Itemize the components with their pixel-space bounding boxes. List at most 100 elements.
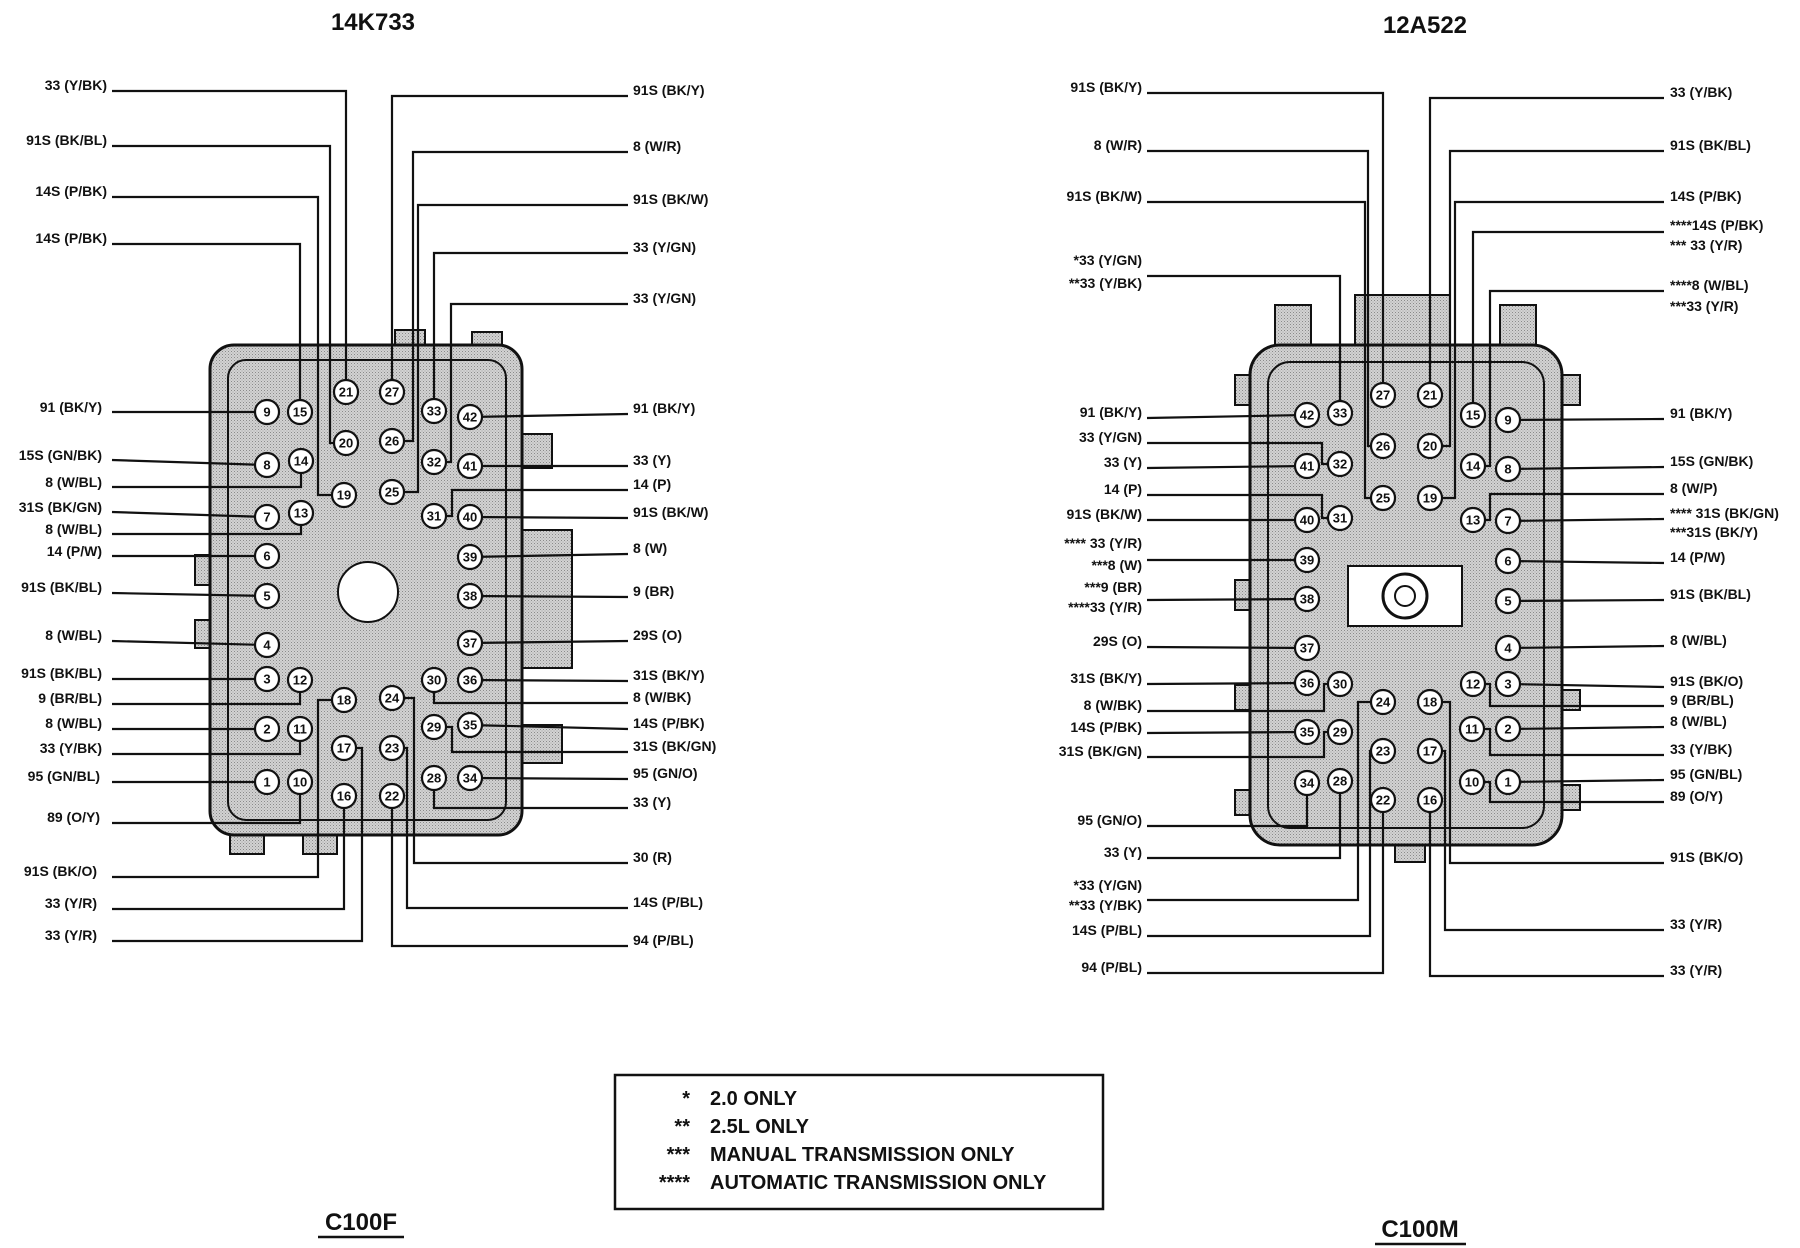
right-connector-left-wire-label-4: *33 (Y/GN)	[1074, 252, 1142, 268]
left-pin-20: 20	[332, 429, 360, 457]
right-right-side-wire-9	[1507, 465, 1665, 471]
left-pin-label: 6	[263, 549, 270, 564]
right-right-side-wire-15	[1507, 644, 1665, 650]
left-part-number: 14K733	[331, 9, 415, 36]
right-pin-label: 26	[1376, 439, 1390, 454]
left-pin-19: 19	[330, 481, 358, 509]
right-pin-label: 18	[1423, 695, 1437, 710]
left-pin-label: 9	[263, 405, 270, 420]
right-pin-label: 33	[1333, 406, 1347, 421]
right-connector-left-wire-label-17: 8 (W/BK)	[1084, 697, 1142, 713]
right-right-side-wire-20	[1507, 778, 1665, 784]
legend-mark-1: *	[682, 1088, 690, 1110]
left-connector-right-wire-label-14: 8 (W/BK)	[633, 689, 691, 705]
left-pin-34: 34	[456, 764, 484, 792]
left-pin-5: 5	[253, 582, 281, 610]
right-pin-31: 31	[1326, 504, 1354, 532]
left-pin-label: 5	[263, 589, 270, 604]
left-pin-37: 37	[456, 629, 484, 657]
left-pin-38: 38	[456, 582, 484, 610]
left-pin-label: 31	[427, 509, 441, 524]
left-pin-1: 1	[253, 768, 281, 796]
right-left-side-wire-4	[1147, 274, 1342, 413]
left-pin-label: 33	[427, 404, 441, 419]
left-pin-label: 30	[427, 673, 441, 688]
left-pin-22: 22	[378, 782, 406, 810]
right-pin-label: 22	[1376, 793, 1390, 808]
left-connector-left-wire-label-12: 8 (W/BL)	[45, 627, 102, 643]
left-pin-11: 11	[286, 715, 314, 743]
right-right-side-wire-13	[1507, 559, 1665, 565]
left-side-wire-1	[112, 89, 348, 392]
left-pin-label: 3	[263, 672, 270, 687]
right-pin-41: 41	[1293, 452, 1321, 480]
left-pin-15: 15	[286, 398, 314, 426]
left-connector-left-wire-label-21: 33 (Y/R)	[45, 927, 97, 943]
right-connector-left-wire-label-3: 91S (BK/W)	[1067, 188, 1142, 204]
right-pin-18: 18	[1416, 688, 1444, 716]
right-connector-right-wire-label-23: 33 (Y/R)	[1670, 916, 1722, 932]
right-left-side-wire-16	[1146, 681, 1308, 686]
right-connector-right-wire-label-6: ****8 (W/BL)	[1670, 277, 1749, 293]
legend-text-2: 2.5L ONLY	[710, 1116, 810, 1138]
left-pin-label: 21	[339, 385, 353, 400]
right-pin-37: 37	[1293, 634, 1321, 662]
left-connector-name: C100F	[325, 1209, 397, 1236]
right-connector-left-wire-label-6: 91 (BK/Y)	[1080, 404, 1142, 420]
left-connector-left-wire-label-20: 33 (Y/R)	[45, 895, 97, 911]
right-pin-9: 9	[1494, 406, 1522, 434]
right-pin-30: 30	[1326, 670, 1354, 698]
left-pin-16: 16	[330, 782, 358, 810]
right-pin-40: 40	[1293, 506, 1321, 534]
left-wire-layer	[111, 89, 629, 948]
right-pin-14: 14	[1459, 452, 1487, 480]
right-pin-label: 27	[1376, 388, 1390, 403]
legend-mark-4: ****	[659, 1172, 690, 1194]
right-pin-label: 16	[1423, 793, 1437, 808]
legend-text-3: MANUAL TRANSMISSION ONLY	[710, 1144, 1015, 1166]
right-connector-right-wire-label-18: 8 (W/BL)	[1670, 713, 1727, 729]
left-pin-label: 14	[294, 454, 309, 469]
right-connector-left-wire-label-18: 14S (P/BK)	[1070, 719, 1142, 735]
left-connector-right-wire-label-6: 91 (BK/Y)	[633, 400, 695, 416]
right-connector-right-wire-label-24: 33 (Y/R)	[1670, 962, 1722, 978]
left-pin-label: 15	[293, 405, 307, 420]
left-pin-label: 42	[463, 410, 477, 425]
right-left-side-wire-6	[1146, 413, 1308, 420]
left-connector-left-wire-label-2: 91S (BK/BL)	[26, 132, 107, 148]
right-connector-right-wire-label-13: 14 (P/W)	[1670, 549, 1725, 565]
right-right-side-wire-4	[1471, 230, 1664, 415]
left-pin-label: 19	[337, 488, 351, 503]
left-pin-33: 33	[420, 397, 448, 425]
right-pin-19: 19	[1416, 484, 1444, 512]
left-side-wire-20	[112, 796, 346, 911]
left-connector-left-wire-label-6: 15S (GN/BK)	[19, 447, 102, 463]
left-connector-left-wire-label-8: 31S (BK/GN)	[19, 499, 102, 515]
left-pin-39: 39	[456, 543, 484, 571]
right-connector-right-wire-label-20: 95 (GN/BL)	[1670, 766, 1742, 782]
left-pin-label: 13	[294, 506, 308, 521]
left-pin-35: 35	[456, 711, 484, 739]
left-side-wire-6	[111, 458, 268, 467]
right-pin-label: 4	[1504, 641, 1512, 656]
right-connector-right-wire-label-15: 8 (W/BL)	[1670, 632, 1727, 648]
right-left-side-wire-20	[1147, 783, 1309, 828]
right-part-number: 12A522	[1383, 12, 1467, 39]
left-pin-label: 11	[293, 722, 307, 737]
left-pin-label: 28	[427, 771, 441, 786]
right-left-side-wire-18	[1146, 730, 1308, 735]
left-connector-right-wire-label-18: 33 (Y)	[633, 794, 671, 810]
left-pin-label: 1	[263, 775, 270, 790]
left-pin-label: 23	[385, 741, 399, 756]
left-right-side-wire-17	[469, 776, 629, 781]
left-pin-label: 2	[263, 722, 270, 737]
left-pin-label: 20	[339, 436, 353, 451]
right-pin-label: 25	[1376, 491, 1390, 506]
left-pin-label: 41	[463, 459, 477, 474]
left-pin-10: 10	[286, 768, 314, 796]
right-pin-label: 8	[1504, 462, 1511, 477]
right-pin-label: 38	[1300, 592, 1314, 607]
left-pin-40: 40	[456, 503, 484, 531]
right-pin-label: 19	[1423, 491, 1437, 506]
